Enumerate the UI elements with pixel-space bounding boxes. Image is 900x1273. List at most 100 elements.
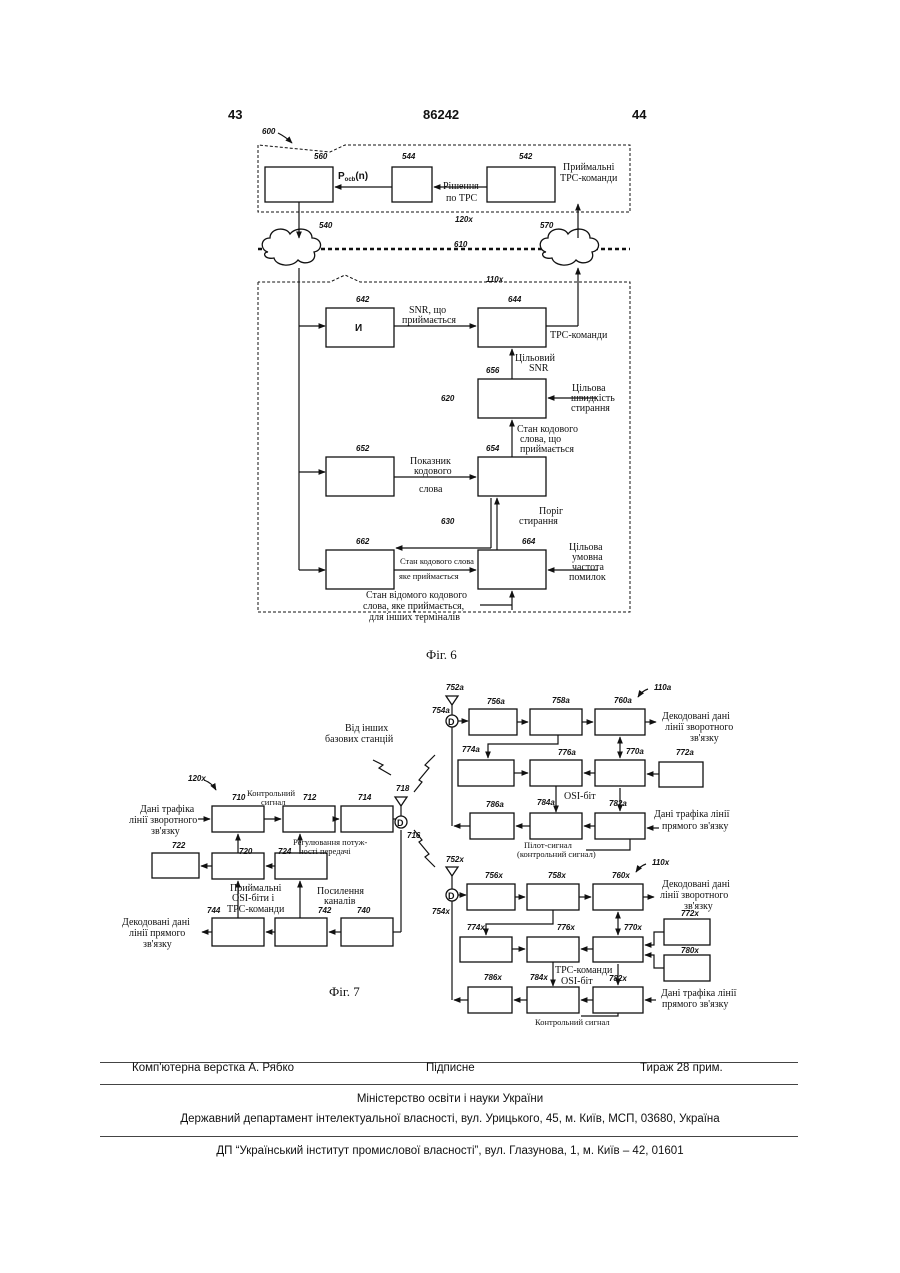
ref-722: 722	[172, 841, 186, 850]
block-654	[478, 457, 546, 496]
ref-630: 630	[441, 517, 455, 526]
ref-756a: 756a	[487, 697, 505, 706]
ref-570: 570	[540, 221, 554, 230]
ref-718: 718	[396, 784, 410, 793]
ref-110a: 110a	[654, 683, 672, 692]
block-758x	[527, 884, 579, 910]
footer-ministry: Міністерство освіти і науки України	[0, 1093, 900, 1105]
block-760x	[593, 884, 643, 910]
footer-department: Державний департамент інтелектуальної вл…	[0, 1113, 900, 1125]
control-signal-label-2: сигнал	[261, 797, 286, 807]
block-774a	[458, 760, 514, 786]
block-784x	[527, 987, 579, 1013]
block-722	[152, 853, 199, 878]
rx-codeword-label: Стан кодового слова	[400, 556, 474, 566]
block-710	[212, 806, 264, 832]
block-662	[326, 550, 394, 589]
reverse-traffic-label: Дані трафіка	[140, 804, 195, 815]
ref-758a: 758a	[552, 696, 570, 705]
tpc-cmd-x-label: TPC-команди	[555, 965, 613, 976]
svg-text:D: D	[397, 818, 404, 828]
block-776a	[530, 760, 582, 786]
osi-bit-x-label: OSI-біт	[561, 976, 593, 987]
ref-744: 744	[207, 906, 221, 915]
ref-754x: 754x	[432, 907, 450, 916]
ref-786x: 786x	[484, 973, 502, 982]
block-742	[275, 918, 327, 946]
ref-620: 620	[441, 394, 455, 403]
block-542	[487, 167, 555, 202]
decoded-rev-a-label: Декодовані дані	[662, 711, 730, 722]
codeword-state-label-3: приймається	[520, 444, 574, 455]
decoded-rev-x-label-2: лінії зворотного	[660, 890, 728, 901]
ref-776a: 776a	[558, 748, 576, 757]
ref-644: 644	[508, 295, 522, 304]
known-cw-label: Стан відомого кодового	[366, 590, 467, 601]
osi-bit-a-label: OSI-біт	[564, 791, 596, 802]
block-776x	[527, 937, 579, 962]
fwd-traffic-x-label-2: прямого зв'язку	[662, 999, 728, 1010]
block-712	[283, 806, 335, 832]
ref-712: 712	[303, 793, 317, 802]
ref-610: 610	[454, 240, 468, 249]
cloud-540	[262, 229, 320, 265]
fig6-ref-600: 600	[262, 127, 276, 136]
pilot-label-2: (контрольний сигнал)	[517, 849, 596, 859]
block-714	[341, 806, 393, 832]
known-cw-label-2: слова, яке приймається,	[363, 601, 464, 612]
ref-772a: 772a	[676, 748, 694, 757]
block-786a	[470, 813, 514, 839]
ref-758x: 758x	[548, 871, 566, 880]
block-656	[478, 379, 546, 418]
codeword-metric-label-3: слова	[419, 484, 443, 495]
received-tpc-label-2: TPC-команди	[560, 173, 618, 184]
block-756x	[467, 884, 515, 910]
antenna-718	[395, 797, 407, 806]
ref-724: 724	[278, 847, 292, 856]
power-adjust-label-2: ності передачі	[299, 846, 351, 856]
block-756a	[469, 709, 517, 735]
antenna-752x	[446, 867, 458, 876]
ref-752a: 752a	[446, 683, 464, 692]
ref-710: 710	[232, 793, 246, 802]
radio-link-2	[414, 755, 435, 792]
block-758a	[530, 709, 582, 735]
fig6-diagram: 600 120x 560 544 542 Pocb(n) Рішення по …	[258, 127, 630, 662]
block-560	[265, 167, 333, 202]
erasure-threshold-label-2: стирання	[519, 516, 558, 527]
block-720	[212, 853, 264, 879]
fwd-traffic-x-label: Дані трафіка лінії	[661, 988, 737, 999]
block-652	[326, 457, 394, 496]
ref-662: 662	[356, 537, 370, 546]
reverse-traffic-label-2: лінії зворотного	[129, 815, 197, 826]
ref-774x: 774x	[467, 923, 485, 932]
ref-714: 714	[358, 793, 372, 802]
tpc-commands-label: TPC-команди	[550, 330, 608, 341]
rx-codeword-label-2: яке приймається	[399, 571, 459, 581]
fig7-ref-120x: 120x	[188, 774, 206, 783]
decision-label-2: по TPC	[446, 193, 478, 204]
decoded-rev-a-label-3: зв'язку	[690, 733, 719, 744]
ref-544: 544	[402, 152, 416, 161]
svg-text:D: D	[448, 717, 455, 727]
fwd-traffic-a-label-2: прямого зв'язку	[662, 821, 728, 832]
target-snr-label-2: SNR	[529, 363, 549, 374]
block-782x	[593, 987, 643, 1013]
ref-770x: 770x	[624, 923, 642, 932]
block-784a	[530, 813, 582, 839]
rx-osi-label-3: TPC-команди	[227, 904, 285, 915]
p-signal-label: Pocb(n)	[338, 171, 368, 183]
footer-rule-2	[100, 1084, 798, 1085]
footer-circulation: Тираж 28 прим.	[640, 1062, 723, 1074]
decoded-rev-x-label: Декодовані дані	[662, 879, 730, 890]
block-642-text: И	[355, 323, 362, 334]
antenna-752a	[446, 696, 458, 705]
fig7-caption: Фіг. 7	[329, 984, 360, 999]
snr-label-2: приймається	[402, 315, 456, 326]
fig6-caption: Фіг. 6	[426, 647, 457, 662]
block-770x	[593, 937, 643, 962]
ref-776x: 776x	[557, 923, 575, 932]
control-signal-x-label: Контрольний сигнал	[535, 1017, 610, 1027]
block-644	[478, 308, 546, 347]
ref-784a: 784a	[537, 798, 555, 807]
